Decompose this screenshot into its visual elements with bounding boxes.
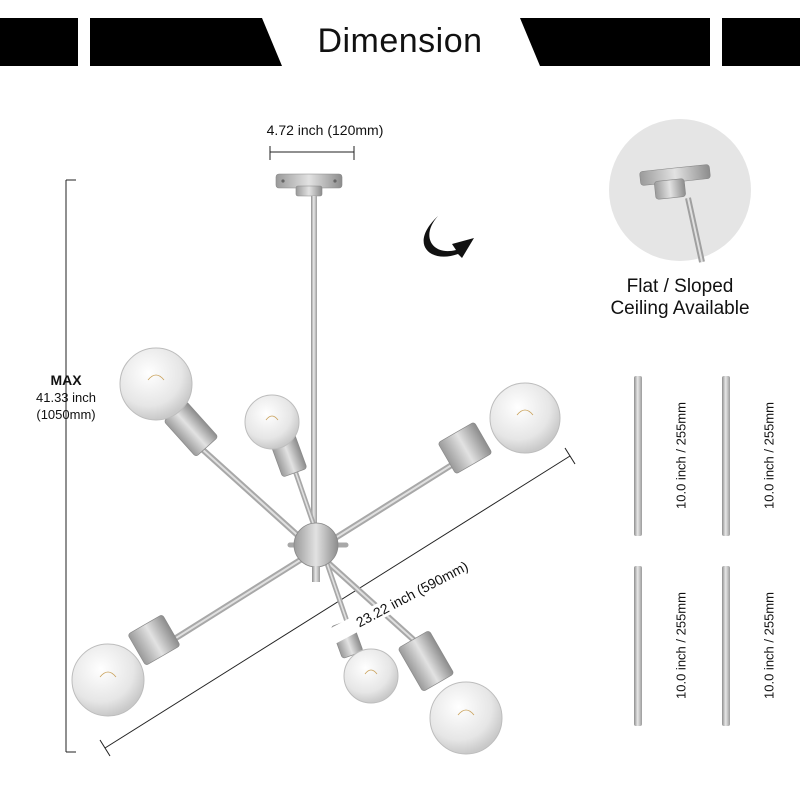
ceiling-note: Flat / Sloped Ceiling Available xyxy=(585,276,775,320)
rod-3 xyxy=(634,566,642,726)
rod-2-label: 10.0 inch / 255mm xyxy=(761,402,777,509)
ceiling-note-line2: Ceiling Available xyxy=(610,298,750,319)
rod-1-label: 10.0 inch / 255mm xyxy=(673,402,689,509)
bulb-bottom-right xyxy=(429,681,503,755)
filaments xyxy=(99,374,534,716)
banner-left-block xyxy=(0,18,78,66)
height-bracket xyxy=(65,179,76,753)
rod-2 xyxy=(722,376,730,536)
ceiling-note-line1: Flat / Sloped xyxy=(626,276,734,297)
rod-3-label: 10.0 inch / 255mm xyxy=(673,592,689,699)
canopy-width-label: 4.72 inch (120mm) xyxy=(266,122,384,138)
bulb-top-center xyxy=(244,394,300,450)
ceiling-detail xyxy=(609,119,751,263)
max-heading: MAX xyxy=(50,372,82,388)
bulb-top-left xyxy=(119,347,193,421)
center-hub xyxy=(293,522,339,568)
banner-right-wedge xyxy=(520,18,710,66)
bulbs xyxy=(71,347,561,755)
bulb-bottom-center xyxy=(343,648,399,704)
bulb-bottom-left xyxy=(71,643,145,717)
banner-right-block xyxy=(722,18,800,66)
canopy xyxy=(275,173,343,197)
span-bracket xyxy=(99,447,576,757)
rod-1 xyxy=(634,376,642,536)
canopy-width-bracket xyxy=(269,146,355,160)
bulb-top-right xyxy=(489,382,561,454)
max-height-mm: (1050mm) xyxy=(36,407,96,422)
max-height-label: MAX 41.33 inch (1050mm) xyxy=(20,372,112,423)
header-banner xyxy=(0,18,800,66)
stem-rod xyxy=(311,196,317,526)
page-title: Dimension xyxy=(317,22,483,60)
rod-4-label: 10.0 inch / 255mm xyxy=(761,592,777,699)
rod-4 xyxy=(722,566,730,726)
curved-arrow-icon xyxy=(423,216,474,258)
extension-rods xyxy=(634,376,730,726)
max-height-inch: 41.33 inch xyxy=(36,390,96,405)
banner-left-wedge xyxy=(90,18,282,66)
